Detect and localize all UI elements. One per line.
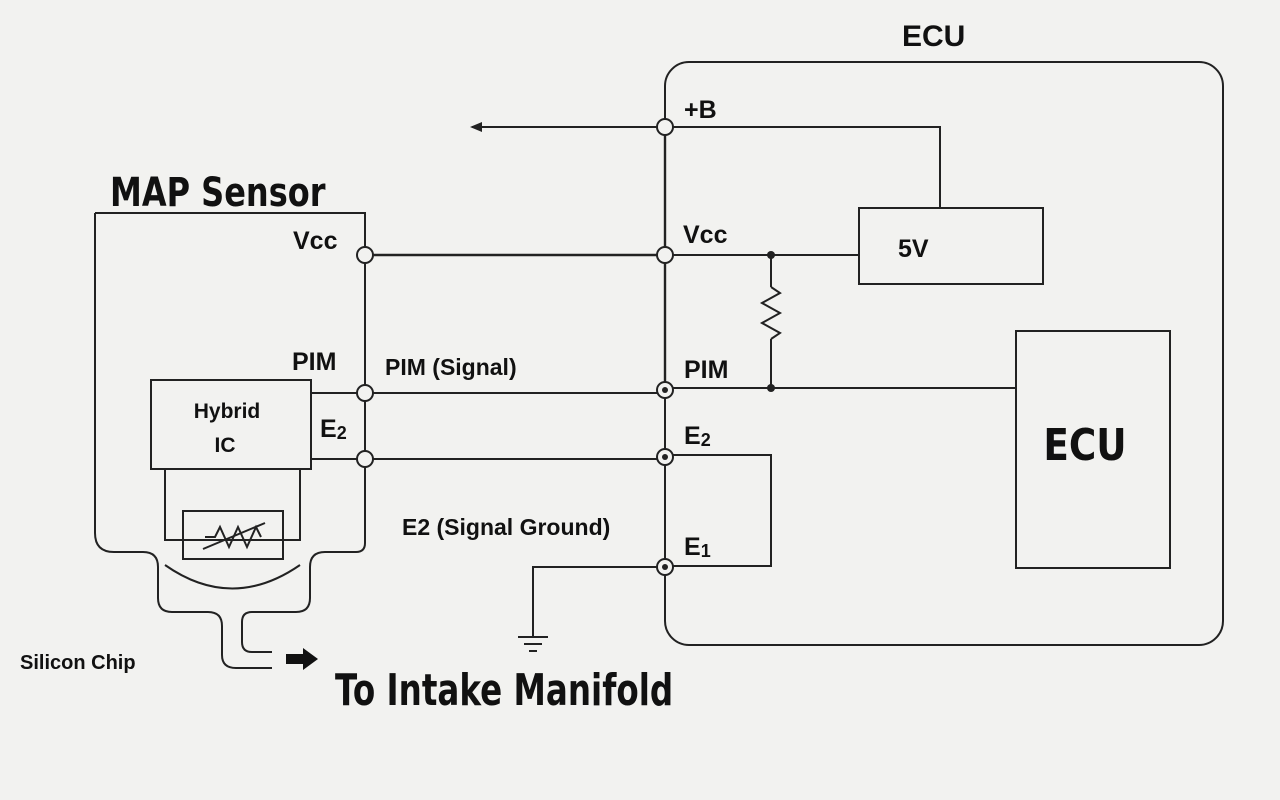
ecu-label-plus-b: +B: [684, 96, 717, 124]
ecu-terminal-pim-dot: [662, 387, 668, 393]
junction-dot-vcc: [767, 251, 775, 259]
diaphragm-arc: [164, 564, 301, 590]
hybrid-ic-label-line2: IC: [215, 434, 236, 457]
ecu-terminal-e1-dot: [662, 564, 668, 570]
e2-to-e1-loop: [673, 454, 772, 567]
resistor-icon: [759, 286, 783, 340]
ecu-label-pim: PIM: [684, 356, 728, 384]
regulator-5v-label: 5V: [898, 235, 929, 263]
variable-arrow-line: [202, 522, 266, 550]
sensor-label-e2: E2: [320, 415, 347, 443]
sensor-terminal-pim: [356, 384, 374, 402]
sensor-title: MAP Sensor: [110, 168, 326, 215]
ecu-label-e2: E2: [684, 422, 711, 450]
ecu-terminal-e2-dot: [662, 454, 668, 460]
regulator-5v-box: [858, 207, 1044, 285]
wire-e2-label: E2 (Signal Ground): [402, 514, 610, 540]
plus-b-to-regulator: [673, 126, 941, 208]
ecu-terminal-vcc: [656, 246, 674, 264]
ecu-terminal-plus-b: [656, 118, 674, 136]
sensor-enclosure: [94, 212, 366, 669]
ecu-enclosure: [664, 61, 1224, 646]
ecu-inner-block: [1015, 330, 1171, 569]
ecu-label-vcc: Vcc: [683, 221, 728, 249]
intake-manifold-label: To Intake Manifold: [335, 665, 673, 716]
sensor-terminal-vcc: [356, 246, 374, 264]
sensor-terminal-e2: [356, 450, 374, 468]
silicon-chip-element: [182, 510, 284, 560]
silicon-chip-label: Silicon Chip: [20, 652, 136, 674]
hybrid-ic-label-line1: Hybrid: [194, 400, 261, 423]
manifold-arrow-icon: [286, 648, 318, 670]
ecu-title: ECU: [902, 20, 965, 53]
ecu-label-e1: E1: [684, 533, 711, 561]
hybrid-ic-block: [150, 379, 312, 470]
sensor-label-pim: PIM: [292, 348, 336, 376]
chip-housing: [164, 469, 301, 541]
wire-pim-label: PIM (Signal): [385, 354, 517, 380]
sensor-label-vcc: Vcc: [293, 227, 338, 255]
e1-to-ground-wire: [532, 566, 657, 636]
ecu-inner-label: ECU: [1043, 419, 1126, 471]
